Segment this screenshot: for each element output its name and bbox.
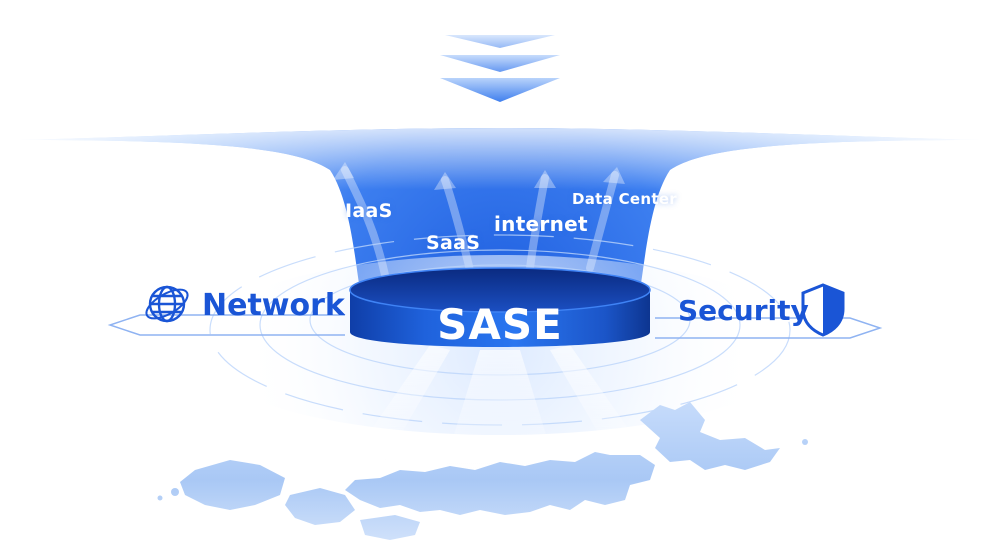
flow-chevrons <box>440 35 560 102</box>
chevron-down-icon <box>440 55 560 72</box>
chevron-down-icon <box>440 78 560 102</box>
light-rays <box>350 345 650 480</box>
shield-icon <box>801 283 845 337</box>
cloud-label-data-center: Data Center <box>572 190 677 208</box>
cloud-label-internet: internet <box>494 212 588 236</box>
sase-cylinder <box>349 267 651 347</box>
security-label: Security <box>678 294 809 327</box>
globe-icon <box>145 285 189 323</box>
japan-map <box>157 402 808 540</box>
network-label: Network <box>202 288 345 323</box>
cloud-label-saas: SaaS <box>426 232 481 254</box>
cloud-label-iaas: IaaS <box>345 200 393 222</box>
side-connectors <box>107 314 883 339</box>
chevron-down-icon <box>445 35 555 48</box>
sase-label: SASE <box>437 300 563 349</box>
